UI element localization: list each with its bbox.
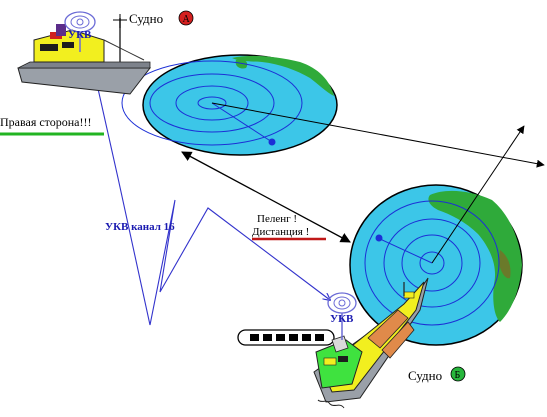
- ship-a-bridge-window: [40, 44, 58, 51]
- ship-a-antenna-inner: [70, 15, 90, 29]
- ship-a-antenna-dot: [76, 18, 84, 26]
- radar-a-heading-line: [211, 102, 273, 143]
- course-line-a: [211, 102, 545, 168]
- radar-a-ring-4: [197, 96, 227, 110]
- radio-link-line: [87, 43, 330, 326]
- ship-a-window-2: [62, 42, 74, 48]
- ship-a: УКВ: [17, 11, 152, 95]
- ship-b-badge: [450, 366, 466, 382]
- radar-b-ring-3: [401, 234, 463, 292]
- radio-channel-label: УКВ канал 16: [105, 221, 175, 233]
- ship-b-antenna-icon: [327, 292, 357, 314]
- bearing-arrow: [181, 151, 351, 243]
- ship-b-antenna-dot: [338, 299, 346, 307]
- radar-a-target: [268, 138, 276, 146]
- course-line-b: [431, 125, 525, 264]
- ship-b-cargo-hatch-2: [381, 321, 415, 359]
- ship-b-badge-letter: Б: [455, 370, 461, 381]
- radar-b-land: [428, 190, 522, 322]
- radar-a-land: [232, 55, 334, 96]
- ship-a-hull: [17, 67, 152, 95]
- ship-a-deck: [17, 61, 151, 69]
- radar-b-ring-1: [364, 200, 500, 326]
- small-vessel-hull: [237, 329, 335, 346]
- starboard-label: Правая сторона!!!: [0, 115, 92, 129]
- ship-b-window-2: [338, 356, 348, 362]
- ship-a-badge: [178, 10, 194, 26]
- radar-a-ring-1: [121, 60, 303, 146]
- ship-b-wake: [317, 399, 345, 409]
- radar-b-land-dark: [499, 250, 511, 279]
- ship-b-bow-rail: [403, 291, 415, 299]
- ship-a-label: Судно: [129, 11, 163, 26]
- ship-b-funnel: [331, 335, 349, 353]
- ship-a-mast-rigging: [103, 39, 145, 61]
- bearing-label: Пеленг !: [257, 213, 297, 225]
- ship-b-ukv-label: УКВ: [330, 313, 354, 325]
- ship-b: УКВ: [313, 277, 429, 409]
- radar-b-ring-4: [419, 251, 445, 275]
- small-vessel: [237, 329, 335, 346]
- radar-display-a: [121, 54, 338, 156]
- radar-a-island: [235, 59, 248, 69]
- ship-a-badge-letter: А: [183, 14, 191, 25]
- distance-label: Дистанция !: [252, 226, 309, 238]
- radar-b-target: [375, 234, 383, 242]
- ship-b-label: Судно: [408, 368, 442, 383]
- radar-a-ring-3: [175, 85, 249, 121]
- ship-a-ukv-label: УКВ: [68, 29, 92, 41]
- ship-a-funnel: [56, 24, 66, 36]
- radar-b-ring-2: [383, 218, 481, 308]
- radar-a-ring-2: [149, 73, 275, 133]
- radar-display-b: [349, 184, 523, 346]
- radar-b-heading-line: [377, 237, 433, 264]
- ship-b-window-1: [323, 357, 337, 366]
- ship-b-cargo-hatch: [367, 309, 409, 349]
- ship-b-antenna-inner: [333, 296, 351, 310]
